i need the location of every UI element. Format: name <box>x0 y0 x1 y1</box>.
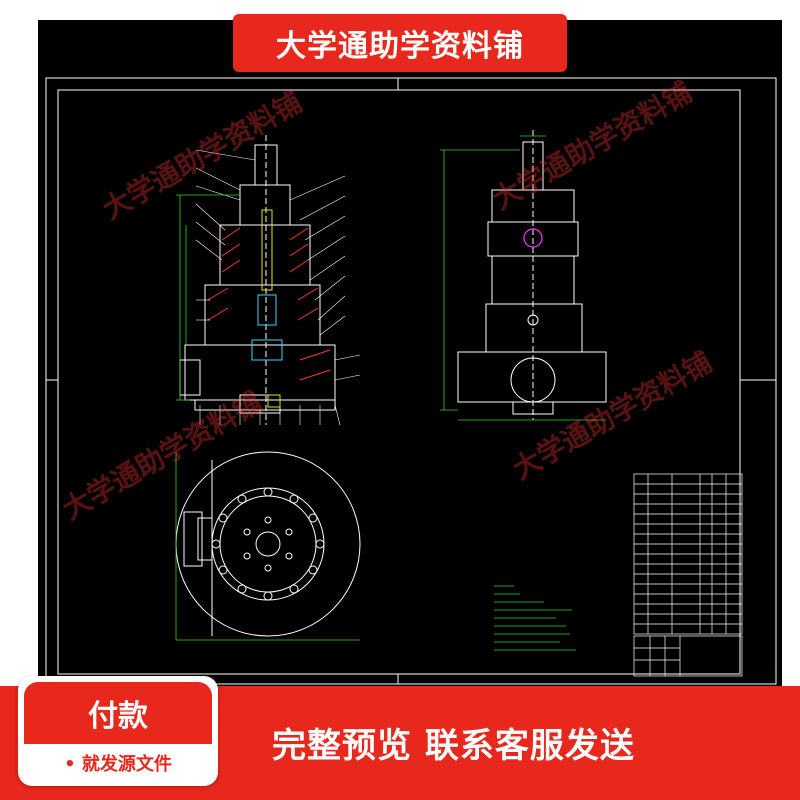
drawing-sheet <box>38 20 782 706</box>
slogan-text: 完整预览 联系客服发送 <box>272 725 635 766</box>
elevation-dimension-lines <box>440 135 606 421</box>
bottom-slogan: 完整预览 联系客服发送 <box>272 712 782 772</box>
pay-card-subtitle: • 就发源文件 <box>64 754 172 775</box>
section-leaders <box>195 149 361 426</box>
top-banner: 大学通助学资料铺 <box>233 14 567 72</box>
title-block <box>633 635 743 677</box>
elevation-bore <box>523 228 543 248</box>
banner-title: 大学通助学资料铺 <box>276 29 524 64</box>
technical-notes <box>494 585 576 651</box>
pay-card[interactable]: 付款 • 就发源文件 <box>18 676 218 786</box>
pay-card-subtitle-row: • 就发源文件 <box>18 744 218 782</box>
outer-frame <box>45 77 777 685</box>
pay-card-title: 付款 <box>88 699 148 734</box>
elevation-lower-bore <box>510 357 556 403</box>
section-dimension-lines <box>176 194 240 401</box>
section-hatching <box>207 227 331 381</box>
section-parts <box>251 294 283 361</box>
parts-list-table <box>633 473 743 635</box>
pay-card-header: 付款 <box>24 682 212 744</box>
plan-bolt-holes <box>211 487 325 601</box>
plan-dimension-lines <box>175 452 360 641</box>
inner-frame <box>57 89 741 675</box>
section-accents <box>261 209 281 408</box>
